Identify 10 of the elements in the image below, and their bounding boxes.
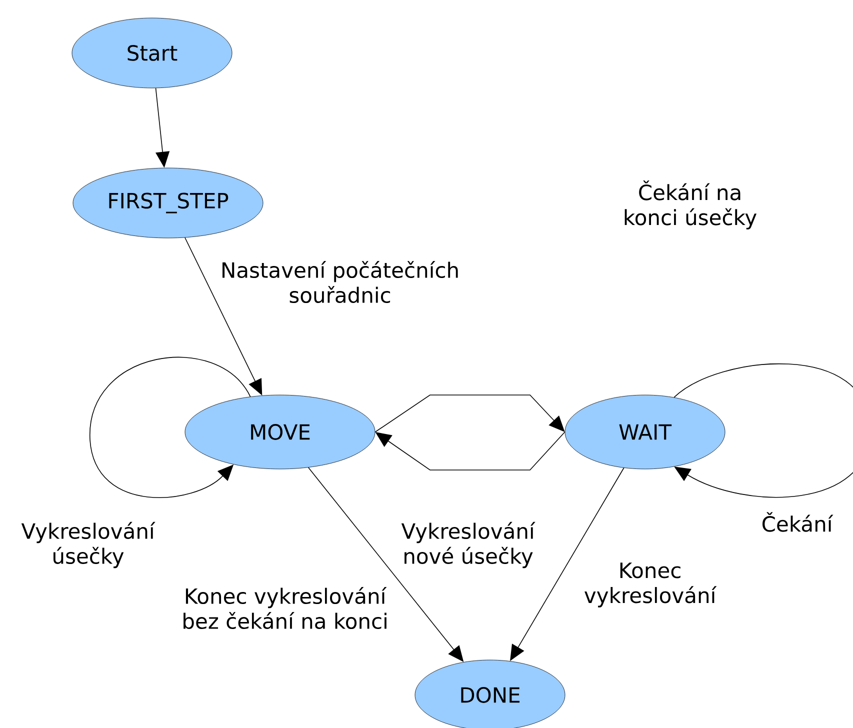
edge-label: Nastavení počátečních souřadnic <box>222 260 458 304</box>
edge-label: Konec vykreslování <box>584 562 717 608</box>
arrow <box>90 356 251 498</box>
arrow <box>674 364 853 498</box>
edge-label: Čekání <box>762 512 834 532</box>
edge-label: Konec vykreslování bez čekání na konci <box>184 586 387 630</box>
edge-label: Vykreslování úsečky <box>21 522 156 568</box>
label: Čekání na konci úsečky <box>624 180 756 230</box>
label: Vykreslování nové úsečky <box>401 522 536 568</box>
arrow <box>374 394 565 432</box>
